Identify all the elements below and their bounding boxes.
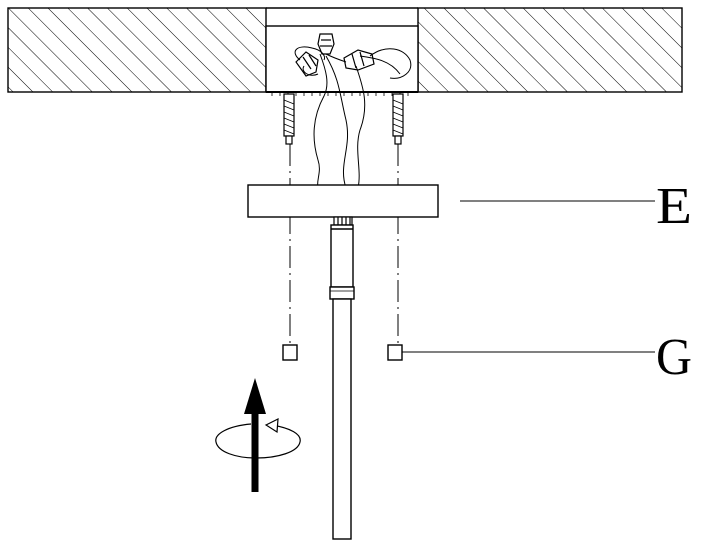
canopy: E — [247, 178, 692, 235]
screw-cap-label: G — [656, 329, 692, 386]
pendant-rod — [329, 224, 355, 540]
screw-cap-left — [282, 344, 298, 361]
mounting-screw-left — [283, 93, 295, 145]
ceiling — [7, 7, 683, 93]
junction-box — [265, 25, 419, 96]
up-arrow-icon — [244, 378, 266, 492]
screw-cap-right — [387, 344, 403, 361]
wire-connectors — [295, 33, 375, 77]
canopy-label: E — [656, 178, 692, 235]
screw-caps: G — [282, 329, 692, 386]
mounting-screw-right — [392, 93, 404, 145]
cord-grip — [333, 216, 353, 226]
rotate-icon — [215, 417, 301, 459]
wires — [294, 46, 412, 189]
